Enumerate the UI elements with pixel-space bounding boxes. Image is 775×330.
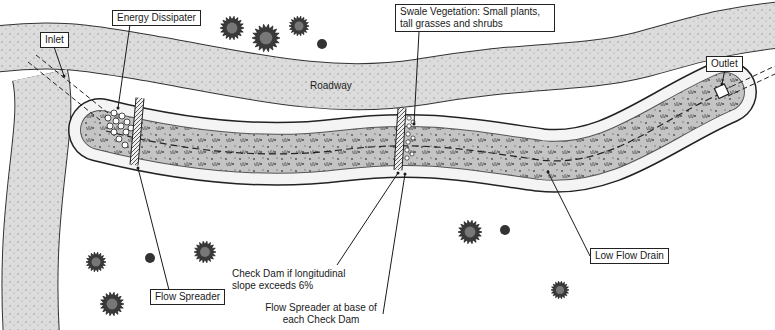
callout-box: Low Flow Drain (590, 248, 669, 264)
callout-text: Low Flow Drain (595, 250, 664, 262)
tree-center (465, 227, 476, 238)
leader-tip (117, 107, 120, 110)
leader-line (118, 26, 130, 108)
callout-box: Swale Vegetation: Small plants, tall gra… (395, 4, 555, 32)
leader-tip (397, 172, 400, 175)
tree-center (295, 22, 304, 31)
leader-tip (137, 167, 140, 170)
tree-center (260, 32, 273, 45)
tree-center (556, 286, 564, 294)
leader-line (414, 32, 419, 124)
leader-line (54, 48, 64, 76)
leader-line (383, 174, 405, 314)
callout-text: Inlet (45, 34, 64, 46)
callout-box: Inlet (40, 32, 69, 48)
flow-spreader (134, 98, 140, 165)
tree-center (92, 258, 101, 267)
callout-text: Flow Spreader (155, 291, 220, 303)
leader-line (337, 173, 398, 265)
callout-box: Outlet (706, 56, 743, 72)
tree (86, 252, 106, 272)
callout-text: Energy Dissipater (117, 12, 196, 24)
swale (100, 92, 725, 161)
trees (86, 16, 569, 316)
inlet-pipe (28, 55, 108, 120)
leader-tip (721, 83, 724, 86)
leader-tip (404, 173, 407, 176)
callout-box: Flow Spreader (150, 289, 225, 305)
roadway (0, 24, 775, 330)
leader-tip (413, 123, 416, 126)
leader-line (138, 168, 169, 289)
shrub (500, 225, 510, 235)
leader-tip (547, 171, 550, 174)
leader-line (548, 172, 590, 256)
tree-center (200, 247, 210, 257)
callout-box: Energy Dissipater (112, 10, 201, 26)
shrub (317, 39, 327, 49)
tree (458, 220, 482, 244)
callout-text: Swale Vegetation: Small plants, tall gra… (400, 6, 550, 30)
tree-center (227, 23, 238, 34)
leader-tip (63, 75, 66, 78)
road-label: Roadway (310, 80, 352, 92)
callout-label: Flow Spreader at base of each Check Dam (262, 302, 380, 326)
shrub (145, 253, 155, 263)
callout-text: Outlet (711, 58, 738, 70)
check-dam (398, 108, 415, 170)
tree (551, 281, 569, 299)
tree (289, 16, 309, 36)
low-flow-drain (106, 95, 718, 161)
callout-label: Check Dam if longitudinal slope exceeds … (232, 268, 372, 292)
tree (194, 241, 216, 263)
tree-center (107, 299, 118, 310)
tree (220, 16, 244, 40)
leader-line (722, 72, 724, 84)
tree (100, 292, 124, 316)
tree (252, 24, 280, 52)
energy-dissipater (105, 110, 134, 148)
